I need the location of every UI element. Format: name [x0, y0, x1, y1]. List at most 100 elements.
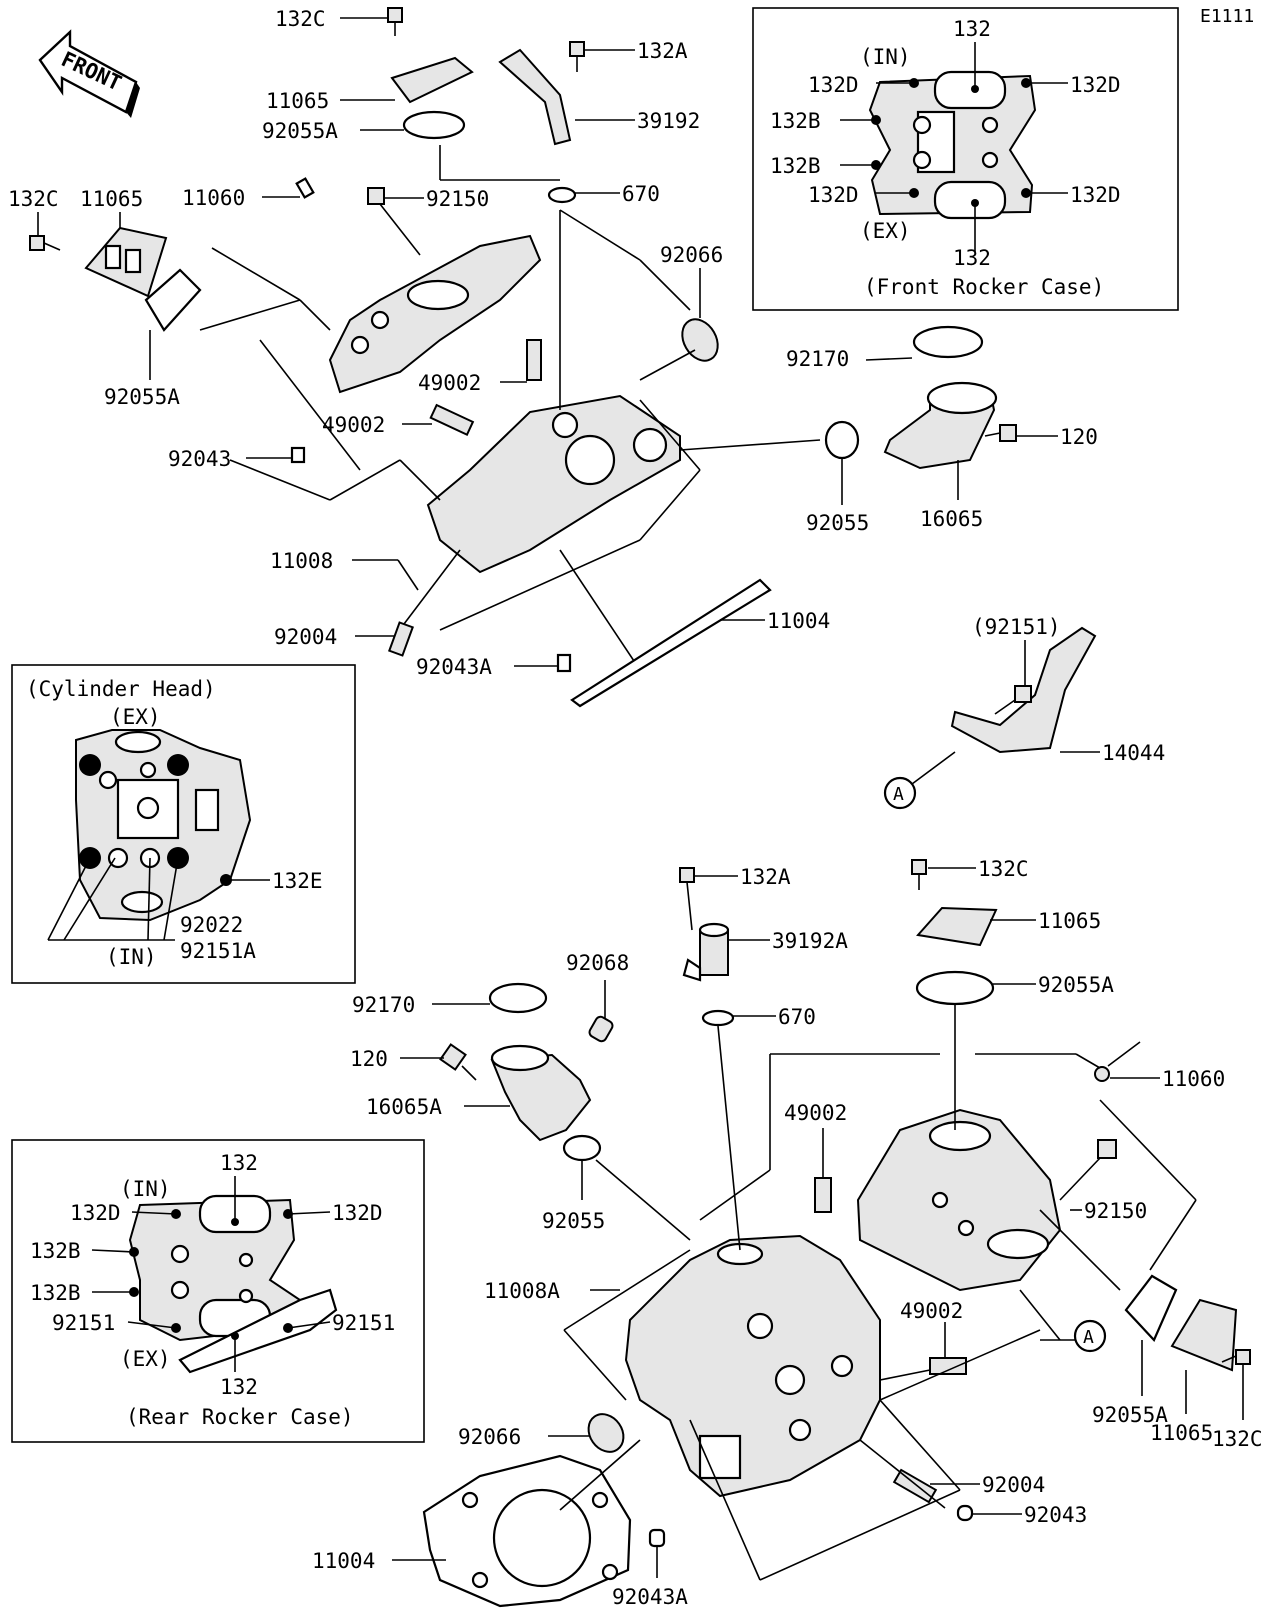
- front-rc-ex-label: (EX): [860, 219, 911, 243]
- dowel-11060-rear: [1094, 1066, 1110, 1082]
- bolt-132c-rear-b: [1235, 1349, 1251, 1365]
- label-120-rear: 120: [350, 1047, 388, 1071]
- front-rc-label-132b-2: 132B: [770, 154, 821, 178]
- label-92055a-top: 92055A: [262, 119, 338, 143]
- label-14044: 14044: [1102, 741, 1165, 765]
- gasket-92055a-rear-a: [915, 970, 995, 1006]
- label-11004-front: 11004: [767, 609, 830, 633]
- rear-rc-label-132-top: 132: [220, 1151, 258, 1175]
- label-670-front: 670: [622, 182, 660, 206]
- oring-92055-rear: [562, 1134, 602, 1162]
- front-rc-title: (Front Rocker Case): [864, 275, 1104, 299]
- bolt-92150: [367, 187, 385, 205]
- cap-92068: [588, 1015, 614, 1043]
- front-rc-label-132-bottom: 132: [953, 246, 991, 270]
- label-92151-paren: (92151): [972, 615, 1061, 639]
- rear-cylinder-assembly: 132A 39192A 132C 11065 92055A 92068 9217…: [312, 857, 1263, 1609]
- bolt-120-rear: [439, 1043, 467, 1071]
- cylinder-head-title: (Cylinder Head): [26, 677, 216, 701]
- rear-rc-label-132-bottom: 132: [220, 1375, 258, 1399]
- callout-a-rear: [1073, 1319, 1107, 1353]
- gasket-92055a-rear-b: [1124, 1274, 1178, 1342]
- label-92068: 92068: [566, 951, 629, 975]
- bolt-92151-paren: [1014, 685, 1032, 703]
- dowel-92043-rear: [956, 1504, 974, 1522]
- label-92043a-front: 92043A: [416, 655, 492, 679]
- diagram-code: E1111: [1200, 6, 1254, 27]
- rear-rc-title: (Rear Rocker Case): [126, 1405, 354, 1429]
- cylinder-head-inset: (Cylinder Head) (EX) 132E 92022 92151A (…: [11, 664, 356, 984]
- front-rocker-case-frame: [752, 7, 1179, 311]
- label-132c-left: 132C: [8, 187, 59, 211]
- guide-49002-b: [429, 403, 475, 436]
- label-92150: 92150: [426, 187, 489, 211]
- label-16065: 16065: [920, 507, 983, 531]
- callout-a-rear-label: A: [1083, 1327, 1094, 1348]
- label-92055a-rear-b: 92055A: [1092, 1403, 1168, 1427]
- front-rc-in-label: (IN): [860, 45, 911, 69]
- label-11008: 11008: [270, 549, 333, 573]
- front-rc-label-132d-2: 132D: [1070, 73, 1121, 97]
- guide-49002-rear-b: [929, 1357, 967, 1375]
- label-132a-rear: 132A: [740, 865, 791, 889]
- gasket-11004-front: [570, 578, 772, 708]
- rear-rc-label-92151-2: 92151: [332, 1311, 395, 1335]
- rear-rc-label-132d-1: 132D: [70, 1201, 121, 1225]
- bolt-132c-left: [29, 235, 45, 251]
- pipe-39192: [498, 48, 572, 146]
- callout-a-front-label: A: [893, 784, 904, 805]
- bolt-92150-rear: [1097, 1139, 1117, 1159]
- label-92043-rear: 92043: [1024, 1503, 1087, 1527]
- holder-16065a: [490, 1053, 592, 1142]
- label-92004-front: 92004: [274, 625, 337, 649]
- callout-a-front: [883, 776, 917, 810]
- rear-rc-ex-label: (EX): [120, 1347, 171, 1371]
- clamp-92170-front: [912, 325, 984, 359]
- gasket-92055a-top: [402, 110, 466, 140]
- bolt-132a-top: [569, 41, 585, 57]
- clamp-92170-rear: [488, 982, 548, 1014]
- dowel-92043-front: [290, 446, 306, 464]
- front-rc-label-132d-3: 132D: [808, 183, 859, 207]
- front-rc-label-132b-1: 132B: [770, 109, 821, 133]
- label-132c-rear: 132C: [978, 857, 1029, 881]
- rear-rc-label-132b-1: 132B: [30, 1239, 81, 1263]
- label-92170-front: 92170: [786, 347, 849, 371]
- label-132c-top: 132C: [275, 7, 326, 31]
- dowel-92043a-rear: [648, 1528, 666, 1548]
- front-rc-label-132d-4: 132D: [1070, 183, 1121, 207]
- label-11004-rear: 11004: [312, 1549, 375, 1573]
- gasket-92055a-left: [144, 268, 202, 332]
- guide-49002-a: [526, 339, 542, 381]
- label-11065-top: 11065: [266, 89, 329, 113]
- label-92150-rear: 92150: [1084, 1199, 1147, 1223]
- dowel-11060: [295, 177, 315, 199]
- rear-rc-label-92151-1: 92151: [52, 1311, 115, 1335]
- label-11060-rear: 11060: [1162, 1067, 1225, 1091]
- oring-670-front: [547, 186, 577, 204]
- front-rocker-case-drawing: [868, 70, 1037, 220]
- label-11065-rear-a: 11065: [1038, 909, 1101, 933]
- plate-11065-rear-a: [916, 906, 998, 947]
- label-39192: 39192: [637, 109, 700, 133]
- cylinder-head-in-label: (IN): [106, 945, 157, 969]
- front-rc-label-132-top: 132: [953, 17, 991, 41]
- bolt-132c-top: [387, 7, 403, 36]
- oring-670-rear: [701, 1009, 735, 1027]
- label-49002-rear-a: 49002: [784, 1101, 847, 1125]
- label-670-rear: 670: [778, 1005, 816, 1029]
- front-cylinder-assembly: 132C 11065 92055A 132A 39192 132C 11065 …: [8, 7, 1165, 810]
- label-11060: 11060: [182, 186, 245, 210]
- label-92055a-left: 92055A: [104, 385, 180, 409]
- label-132a-top: 132A: [637, 39, 688, 63]
- label-92055-rear: 92055: [542, 1209, 605, 1233]
- cylinder-head-label-92151a: 92151A: [180, 939, 256, 963]
- bolt-132a-rear: [679, 867, 695, 883]
- rear-rc-label-132d-2: 132D: [332, 1201, 383, 1225]
- plug-92066-front: [681, 318, 719, 362]
- label-92066-front: 92066: [660, 243, 723, 267]
- plate-11065-rear-b: [1170, 1298, 1238, 1372]
- label-92055a-rear-a: 92055A: [1038, 973, 1114, 997]
- label-11065-rear-b: 11065: [1150, 1421, 1213, 1445]
